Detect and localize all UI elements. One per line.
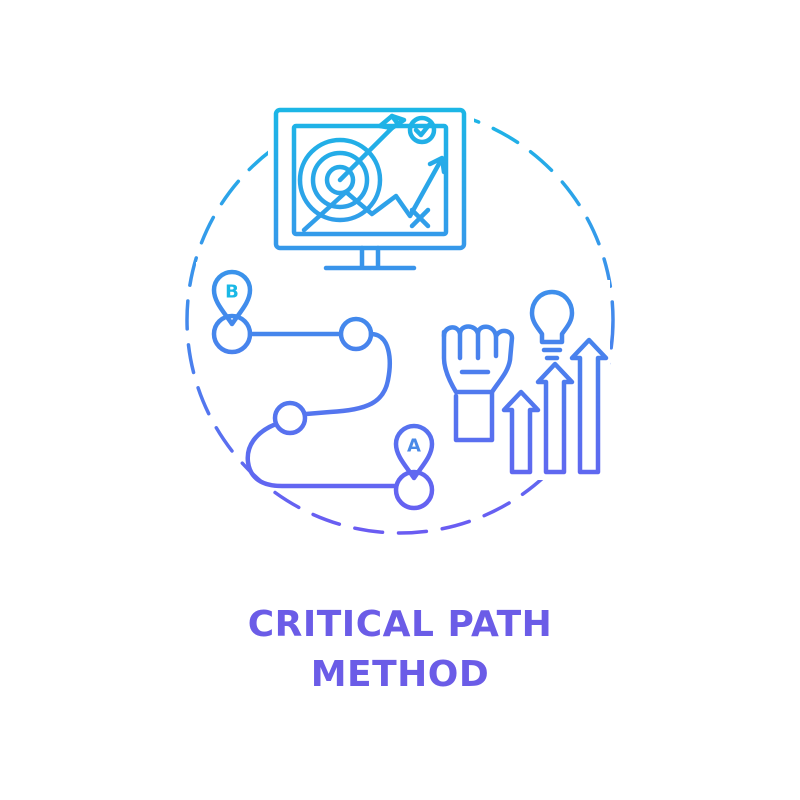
pin-b-label: B bbox=[225, 282, 239, 303]
cross-icon bbox=[409, 207, 431, 229]
target-icon bbox=[297, 137, 383, 223]
location-pin-icon: A bbox=[393, 423, 435, 511]
dashed-frame-circle bbox=[185, 105, 615, 535]
fist-icon bbox=[441, 324, 515, 443]
pin-a-label: A bbox=[407, 436, 421, 457]
caption: CRITICAL PATH METHOD bbox=[0, 600, 800, 700]
critical-path-line bbox=[245, 316, 399, 489]
location-pin-icon: B bbox=[211, 269, 253, 355]
checkmark-icon bbox=[407, 115, 437, 145]
bar-arrows-icon bbox=[501, 337, 609, 475]
arrow-icon bbox=[337, 113, 407, 183]
monitor-icon bbox=[273, 107, 467, 271]
caption-line-2: METHOD bbox=[310, 654, 490, 695]
caption-line-1: CRITICAL PATH bbox=[247, 604, 553, 645]
lightbulb-icon bbox=[529, 289, 575, 361]
growth-line-icon bbox=[301, 155, 447, 233]
